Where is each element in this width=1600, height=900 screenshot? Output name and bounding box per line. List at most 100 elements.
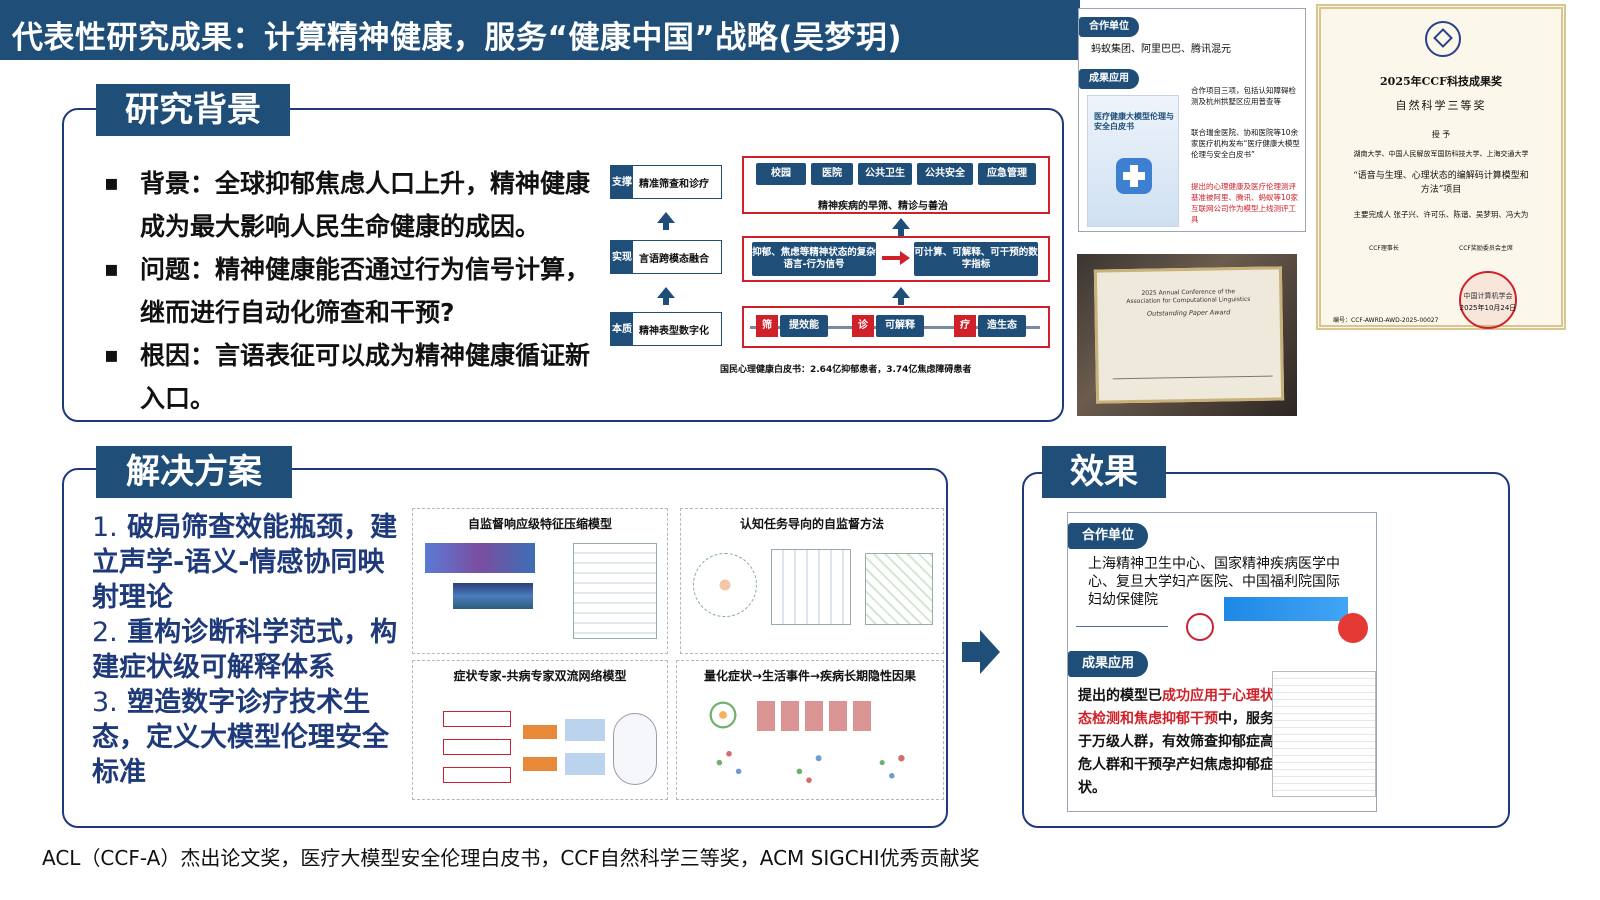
- bullet-background: 背景：全球抑郁焦虑人口上升，精神健康成为最大影响人民生命健康的成因。: [100, 162, 610, 248]
- effect-report-document: [1272, 671, 1376, 797]
- compression-blocks: [573, 543, 657, 639]
- cert-serial: 编号：CCF-AWRD-AWD-2025-00027: [1333, 317, 1439, 324]
- cert-red-seal: [1459, 271, 1517, 329]
- cert-seal-text: 中国计算机学会: [1463, 292, 1513, 300]
- cert-people: 主要完成人 张子兴、许可乐、陈谐、吴梦玥、冯大为: [1353, 210, 1529, 219]
- application-pill: 成果应用: [1079, 69, 1139, 89]
- scenarios-caption: 精神疾病的早筛、精诊与善治: [818, 201, 948, 212]
- ccf-certificate: 2025年CCF科技成果奖 自然科学三等奖 授 予 湖南大学、中国人民解放军国防…: [1316, 4, 1566, 330]
- effect-application-text: 提出的模型已成功应用于心理状态检测和焦虑抑郁干预中，服务于万级人群，有效筛查抑郁…: [1078, 685, 1274, 800]
- chain-explainable: 可解释: [876, 315, 924, 337]
- cognitive-network-b: [771, 549, 851, 625]
- causal-graph-1: [697, 689, 749, 741]
- award-certificate: 2025 Annual Conference of the Associatio…: [1093, 266, 1285, 404]
- effect-application-highlight: 成功应用于心理状态检测和焦虑抑郁干预: [1078, 688, 1274, 727]
- bullet-root-cause: 根因：言语表征可以成为精神健康循证新入口。: [100, 334, 610, 420]
- solution-item-1: 1. 破局筛查效能瓶颈，建立声学-语义-情感协同映射理论: [92, 512, 398, 613]
- cert-sign-right: CCF奖励委员会主席: [1459, 245, 1513, 252]
- expert-circle: [613, 713, 657, 785]
- application-point-1: 合作项目三项，包括认知障碍检测及杭州拱墅区应用普查等: [1191, 86, 1296, 106]
- stack-essence-label: 本质: [611, 313, 633, 345]
- solution-heading: 解决方案: [96, 446, 292, 498]
- award-signature-line: [1112, 375, 1273, 380]
- post-card-2: [443, 739, 511, 755]
- cert-header: 2025年CCF科技成果奖: [1380, 75, 1502, 88]
- chip-campus: 校园: [756, 163, 806, 185]
- medical-cross-icon: [1116, 158, 1152, 194]
- partner-list: 蚂蚁集团、阿里巴巴、腾讯混元: [1091, 44, 1231, 55]
- stack-essence: 本质 精神表型数字化: [610, 312, 722, 346]
- symptom-box-2: [523, 757, 557, 771]
- stack-essence-text: 精神表型数字化: [639, 325, 709, 337]
- ccf-logo-icon: [1425, 21, 1461, 57]
- whitepaper-footnote: 国民心理健康白皮书：2.64亿抑郁患者，3.74亿焦虑障碍患者: [720, 365, 972, 375]
- partner-pill: 合作单位: [1079, 17, 1139, 37]
- cert-institutions: 湖南大学、中国人民解放军国防科技大学、上海交通大学: [1353, 150, 1529, 158]
- stack-implement: 实现 言语跨模态融合: [610, 240, 722, 274]
- effect-application-post: 中，服务于万级人群，有效筛查抑郁症高危人群和干预孕产妇焦虑抑郁症状。: [1078, 711, 1274, 796]
- stream-box-2: [565, 753, 605, 775]
- tag-treat: 疗: [954, 315, 976, 337]
- up-arrow-icon: [892, 287, 910, 305]
- whitepaper-cover: 医疗健康大模型伦理与安全白皮书: [1087, 95, 1179, 227]
- page-title: 代表性研究成果：计算精神健康，服务“健康中国”战略(吴梦玥): [12, 20, 903, 56]
- background-bullets: 背景：全球抑郁焦虑人口上升，精神健康成为最大影响人民生命健康的成因。 问题：精神…: [100, 162, 610, 420]
- effect-application-pre: 提出的模型已: [1078, 688, 1162, 704]
- chain-efficiency: 提效能: [780, 315, 828, 337]
- title-bar: 代表性研究成果：计算精神健康，服务“健康中国”战略(吴梦玥): [0, 0, 1080, 60]
- stack-support-text: 精准筛查和诊疗: [639, 178, 709, 190]
- panel-cognitive-task: 认知任务导向的自监督方法: [680, 508, 944, 654]
- post-card-1: [443, 711, 511, 727]
- tag-screen: 筛: [756, 315, 778, 337]
- panel-feature-compression: 自监督响应级特征压缩模型: [412, 508, 668, 654]
- chain-ecosystem: 造生态: [978, 315, 1026, 337]
- research-background-heading: 研究背景: [96, 84, 290, 136]
- cert-project: “语音与生理、心理状态的编解码计算模型和方法”项目: [1353, 171, 1529, 195]
- up-arrow-icon: [892, 218, 910, 236]
- digital-indicator-box: 可计算、可解释、可干预的数字指标: [914, 242, 1038, 276]
- up-arrow-icon: [657, 287, 675, 305]
- application-point-2: 联合瑞金医院、协和医院等10余家医疗机构发布“医疗健康大模型伦理与安全白皮书”: [1191, 128, 1300, 159]
- cooperation-card: 合作单位 蚂蚁集团、阿里巴巴、腾讯混元 成果应用 医疗健康大模型伦理与安全白皮书…: [1078, 8, 1306, 232]
- right-arrow-head-icon: [900, 251, 910, 265]
- effect-partner-list: 上海精神卫生中心、国家精神疾病医学中心、复旦大学妇产医院、中国福利院国际妇幼保健…: [1088, 556, 1340, 608]
- whitepaper-title: 医疗健康大模型伦理与安全白皮书: [1094, 112, 1174, 131]
- stream-box-1: [565, 719, 605, 741]
- tag-diagnose: 诊: [852, 315, 874, 337]
- up-arrow-icon: [657, 212, 675, 230]
- partner-logo-fudan-icon: [1186, 613, 1214, 641]
- partner-logo-banner: [1224, 597, 1348, 621]
- panel-dual-stream: 症状专家-共病专家双流网络模型: [412, 660, 668, 800]
- chip-emergency: 应急管理: [978, 163, 1036, 185]
- partner-logo-smhc: [1076, 609, 1168, 627]
- acl-award-photo: 2025 Annual Conference of the Associatio…: [1077, 254, 1297, 416]
- cert-sign-left: CCF理事长: [1369, 245, 1399, 252]
- causal-graph-2: [705, 745, 753, 789]
- partner-logo-welfare-icon: [1338, 613, 1368, 643]
- application-point-3: 提出的心理健康及医疗伦理测评基准被阿里、腾讯、蚂蚁等10家互联网公司作为模型上线…: [1191, 182, 1299, 224]
- causal-graph-3: [785, 745, 833, 789]
- cert-date: 2025年10月24日: [1459, 304, 1517, 312]
- bullet-problem: 问题：精神健康能否通过行为信号计算，继而进行自动化筛查和干预?: [100, 248, 610, 334]
- chip-hospital: 医院: [811, 163, 853, 185]
- digital-indicator-text: 可计算、可解释、可干预的数字指标: [914, 247, 1038, 270]
- causal-timeline: [757, 701, 877, 731]
- compression-diagram: [425, 543, 535, 573]
- complex-signal-box: 抑郁、焦虑等精神状态的复杂语言-行为信号: [752, 242, 876, 276]
- stack-support: 支撑 精准筛查和诊疗: [610, 165, 722, 199]
- chip-public-health: 公共卫生: [858, 163, 912, 185]
- post-card-3: [443, 767, 511, 783]
- effect-application-pill: 成果应用: [1068, 651, 1149, 677]
- solution-item-3: 3. 塑造数字诊疗技术生态，定义大模型伦理安全标准: [92, 687, 389, 788]
- stack-implement-text: 言语跨模态融合: [639, 253, 709, 265]
- causal-graph-4: [863, 745, 911, 789]
- stack-support-label: 支撑: [611, 166, 633, 198]
- effect-heading: 效果: [1042, 446, 1166, 498]
- right-arrow-icon: [882, 256, 902, 260]
- solution-list: 1. 破局筛查效能瓶颈，建立声学-语义-情感协同映射理论 2. 重构诊断科学范式…: [92, 510, 402, 790]
- solution-item-2: 2. 重构诊断科学范式，构建症状级可解释体系: [92, 617, 398, 683]
- panel-causal: 量化症状→生活事件→疾病长期隐性因果: [676, 660, 944, 800]
- effect-card: 合作单位 上海精神卫生中心、国家精神疾病医学中心、复旦大学妇产医院、中国福利院国…: [1067, 512, 1377, 812]
- cert-grade: 自然科学三等奖: [1395, 99, 1487, 112]
- complex-signal-text: 抑郁、焦虑等精神状态的复杂语言-行为信号: [752, 247, 876, 270]
